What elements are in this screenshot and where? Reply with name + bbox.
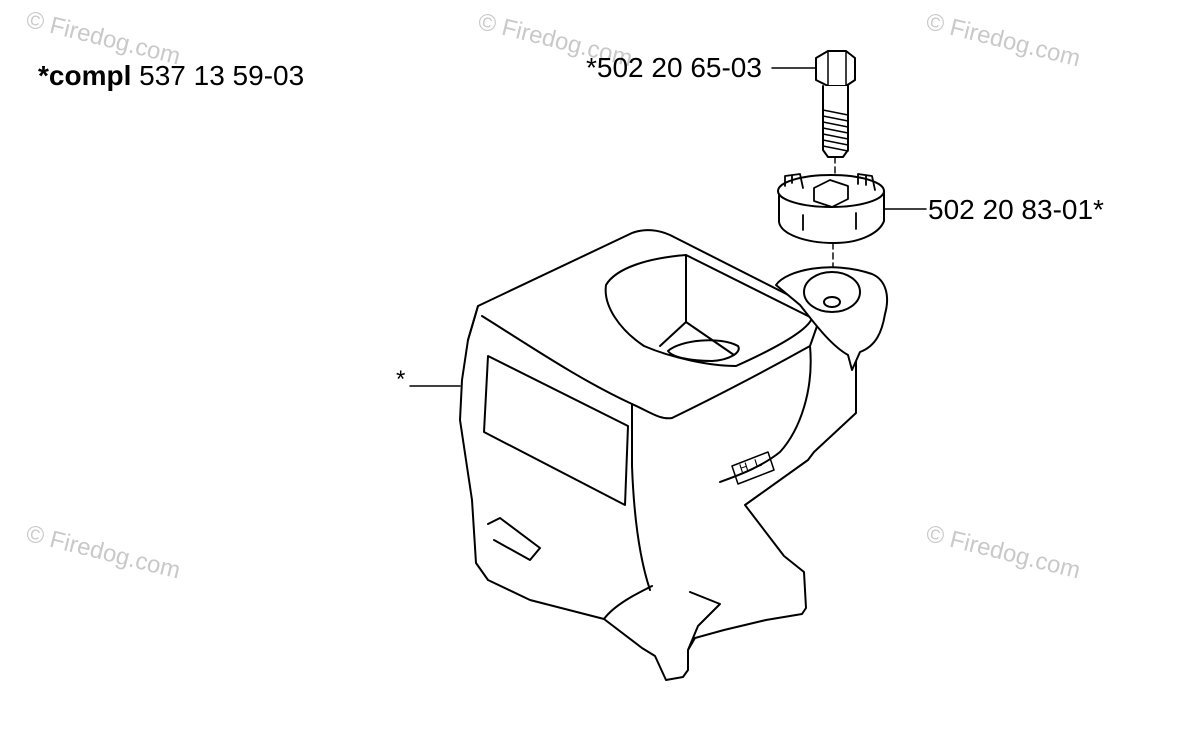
cover-right-edge [671, 311, 823, 419]
cover-nut-seat-top [803, 271, 861, 313]
cover-front-edge [631, 403, 651, 591]
complete-assembly-number: 537 13 59-03 [139, 60, 305, 91]
nut-hex-socket [813, 179, 849, 208]
cover-opening-rim [604, 254, 813, 367]
complete-assembly-label: *compl 537 13 59-03 [38, 62, 304, 90]
complete-assembly-prefix: *compl [38, 60, 132, 91]
nut-prongs [784, 173, 876, 231]
bolt-part-number: *502 20 65-03 [586, 52, 762, 83]
cover-lower-foot [487, 517, 721, 651]
cover-part [459, 229, 889, 681]
bolt-head [815, 50, 856, 87]
bolt-part [815, 50, 856, 158]
cover-nut-seat-hole [823, 296, 841, 308]
cover-side-window [483, 355, 629, 506]
cover-opening-inner [659, 254, 735, 356]
bolt-thread [822, 109, 849, 152]
cover-top-edge [481, 315, 673, 420]
cover-side-contour [467, 305, 812, 483]
nut-part [777, 173, 885, 244]
nut-part-number: 502 20 83-01* [928, 194, 1104, 225]
cover-opening-boss [667, 339, 740, 362]
cover-callout-marker: * [396, 366, 406, 393]
cover-hl-marking-frame [731, 451, 775, 485]
